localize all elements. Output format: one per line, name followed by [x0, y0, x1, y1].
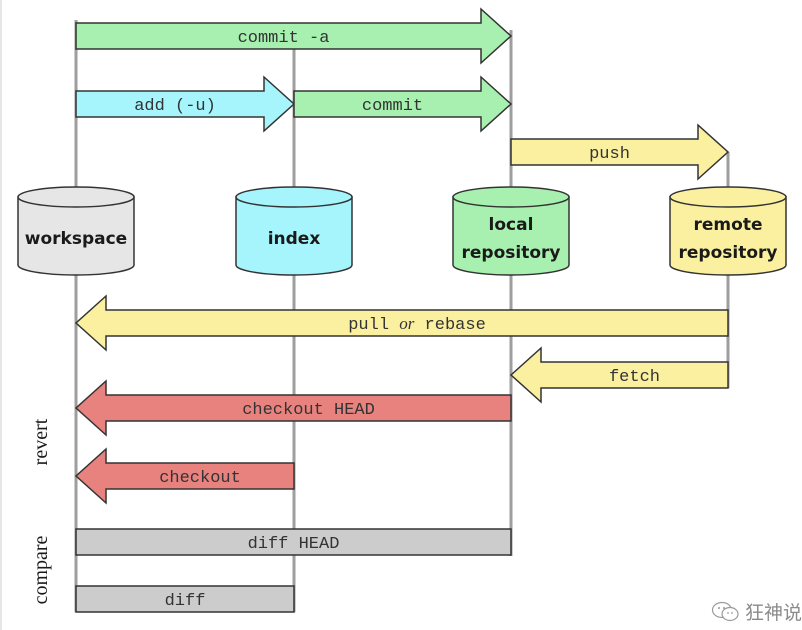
revert-group-label: revert	[30, 418, 52, 465]
command-arrows: commit -a add (-u) commit push pull or rebas…	[74, 7, 730, 613]
commit-a-arrow: commit -a	[75, 7, 513, 65]
workspace-label: workspace	[25, 229, 127, 249]
remote-cylinder-top	[669, 186, 787, 208]
commit-arrow-shape	[293, 75, 513, 133]
remote-node: remote repository	[669, 186, 787, 276]
watermark: 狂神说	[711, 598, 802, 625]
diff-head-bar-shape	[75, 528, 512, 556]
commit-arrow: commit	[293, 75, 513, 133]
pull-or-rebase-label-part: pull	[348, 316, 399, 335]
local-node: local repository	[452, 186, 570, 276]
fetch-arrow-shape	[509, 346, 729, 404]
local-label: repository	[462, 243, 561, 263]
diff-arrow: diff	[75, 585, 295, 613]
workspace-cylinder-body	[17, 196, 135, 276]
compare-group-label: compare	[30, 535, 52, 604]
pull-or-rebase-arrow-shape	[74, 294, 729, 352]
fetch-arrow: fetch	[509, 346, 729, 404]
workspace-node: workspace	[17, 186, 135, 276]
wechat-icon	[711, 601, 739, 621]
storage-nodes: workspace index local repository remote repos…	[17, 186, 787, 276]
add-u-arrow: add (-u)	[75, 75, 296, 133]
pull-or-rebase-label: pull or rebase	[348, 314, 486, 335]
checkout-head-arrow-shape	[74, 379, 512, 437]
add-u-label: add (-u)	[134, 97, 216, 116]
pull-or-rebase-arrow: pull or rebase	[74, 294, 729, 352]
page-left-border	[0, 0, 2, 630]
push-arrow-shape	[510, 123, 730, 181]
group-labels: revert compare	[30, 418, 52, 604]
index-cylinder-body	[235, 196, 353, 276]
local-cylinder-body	[452, 196, 570, 276]
diff-head-arrow: diff HEAD	[75, 528, 512, 556]
checkout-label: checkout	[159, 469, 241, 488]
index-cylinder-top	[235, 186, 353, 208]
diff-head-label: diff HEAD	[248, 535, 340, 554]
commit-a-arrow-shape	[75, 7, 513, 65]
diff-bar-shape	[75, 585, 295, 613]
remote-cylinder-body	[669, 196, 787, 276]
remote-label: remote	[694, 215, 763, 235]
commit-label: commit	[362, 97, 423, 116]
checkout-arrow-shape	[74, 447, 295, 505]
checkout-head-arrow: checkout HEAD	[74, 379, 512, 437]
push-arrow: push	[510, 123, 730, 181]
commit-a-label: commit -a	[238, 29, 330, 48]
local-label: local	[489, 215, 534, 235]
checkout-head-label: checkout HEAD	[242, 401, 375, 420]
local-cylinder-top	[452, 186, 570, 208]
workspace-cylinder-top	[17, 186, 135, 208]
remote-label: repository	[679, 243, 778, 263]
watermark-text: 狂神说	[744, 602, 802, 624]
pull-or-rebase-label-part: rebase	[414, 316, 485, 335]
index-node: index	[235, 186, 353, 276]
checkout-arrow: checkout	[74, 447, 295, 505]
fetch-label: fetch	[609, 368, 660, 387]
index-label: index	[268, 229, 321, 249]
diff-label: diff	[165, 592, 206, 611]
add-u-arrow-shape	[75, 75, 296, 133]
pull-or-rebase-label-part: or	[399, 314, 415, 333]
push-label: push	[589, 145, 630, 164]
